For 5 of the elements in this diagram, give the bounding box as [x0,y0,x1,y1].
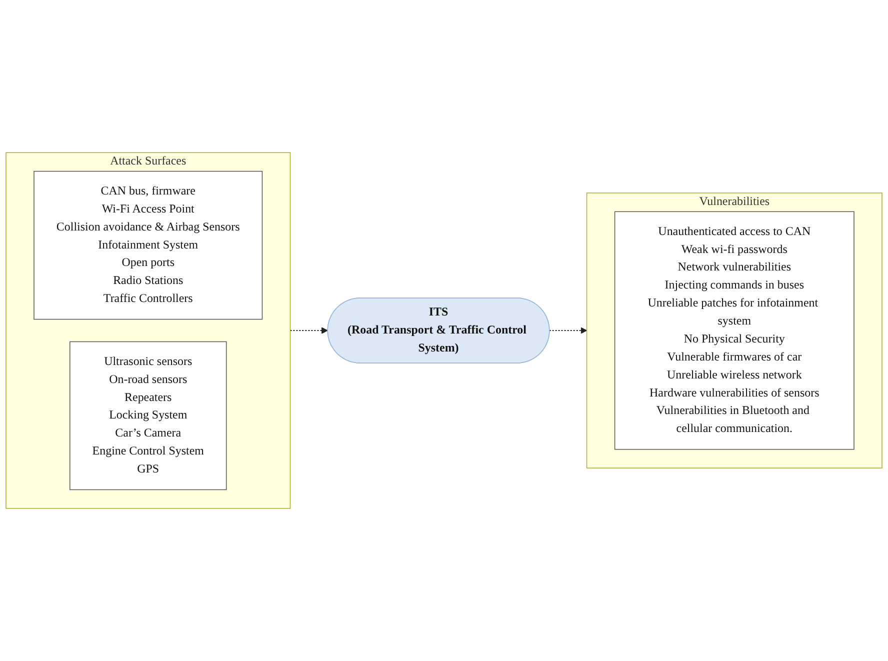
node-box: Ultrasonic sensors On-road sensors Repeaters Locking System Car’s Camera Engine Control System GPS [70,341,227,490]
node-box: CAN bus, firmware Wi-Fi Access Point Collision avoidance & Airbag Sensors Infotainment System Open ports Radio Stations Traffic Controllers [34,170,263,320]
node-box: Unauthenticated access to CAN Weak wi-fi passwords Network vulnerabilities Injecting commands in buses Unreliable patches for infotainment system No Physical Security Vulnerable firmwares of car Unreliable wireless network Hardware vulnerabilities of sensors Vulnerabilities in Bluetooth and cellular communication. [614,211,854,450]
arrow [290,327,328,334]
arrow [549,327,588,334]
